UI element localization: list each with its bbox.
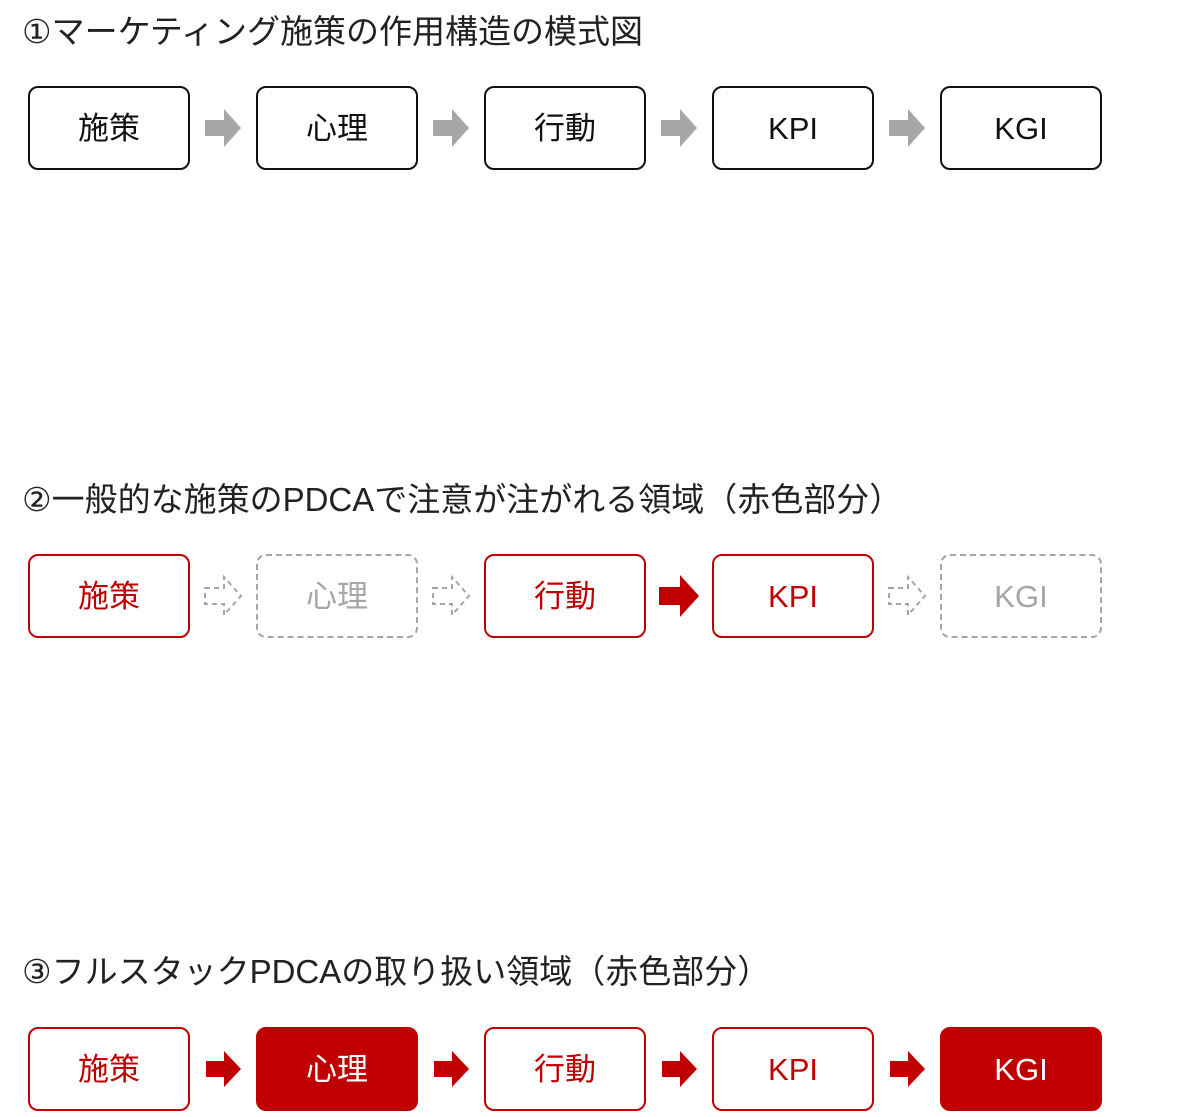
node-kpi-row1[interactable]: KPI [712, 86, 874, 170]
node-心理-row3[interactable]: 心理 [256, 1027, 418, 1111]
arrow-dashed-right-icon [418, 575, 484, 617]
node-label: 施策 [78, 1051, 140, 1087]
node-label: 行動 [534, 1051, 596, 1087]
node-label: KGI [994, 110, 1048, 146]
node-kgi-row3[interactable]: KGI [940, 1027, 1102, 1111]
node-行動-row1[interactable]: 行動 [484, 86, 646, 170]
node-kgi-row1[interactable]: KGI [940, 86, 1102, 170]
diagram-section-3: ③フルスタックPDCAの取り扱い領域（赤色部分） 施策 心理 行動 [0, 468, 1200, 1111]
arrow-gray-right-icon [646, 108, 712, 148]
node-kpi-row3[interactable]: KPI [712, 1027, 874, 1111]
node-施策-row3[interactable]: 施策 [28, 1027, 190, 1111]
section-1-title: ①マーケティング施策の作用構造の模式図 [22, 13, 643, 50]
diagram-section-1: ①マーケティング施策の作用構造の模式図 施策 心理 行動 [0, 0, 1200, 200]
node-label: KPI [768, 1051, 818, 1087]
node-行動-row3[interactable]: 行動 [484, 1027, 646, 1111]
arrow-red-right-icon [874, 1050, 940, 1088]
node-label: 行動 [534, 110, 596, 146]
arrow-gray-right-icon [418, 108, 484, 148]
node-label: 心理 [306, 110, 368, 146]
arrow-dashed-right-icon [874, 575, 940, 617]
section-3-flow: 施策 心理 行動 KPI [0, 1021, 1200, 1117]
node-kpi-row2[interactable]: KPI [712, 554, 874, 638]
arrow-gray-right-icon [190, 108, 256, 148]
arrow-red-right-icon [646, 1050, 712, 1088]
node-label: 心理 [306, 1051, 368, 1087]
section-3-title: ③フルスタックPDCAの取り扱い領域（赤色部分） [22, 953, 771, 990]
arrow-gray-right-icon [874, 108, 940, 148]
node-心理-row1[interactable]: 心理 [256, 86, 418, 170]
arrow-dashed-right-icon [190, 575, 256, 617]
node-施策-row1[interactable]: 施策 [28, 86, 190, 170]
node-label: 施策 [78, 110, 140, 146]
arrow-red-right-icon [190, 1050, 256, 1088]
arrow-red-right-icon [646, 574, 712, 618]
arrow-red-right-icon [418, 1050, 484, 1088]
node-label: KGI [994, 1051, 1048, 1087]
section-2-title: ②一般的な施策のPDCAで注意が注がれる領域（赤色部分） [22, 481, 903, 518]
diagram-section-2: ②一般的な施策のPDCAで注意が注がれる領域（赤色部分） 施策 心理 行動 [0, 232, 1200, 638]
node-label: KPI [768, 110, 818, 146]
section-1-flow: 施策 心理 行動 KPI [0, 80, 1200, 176]
